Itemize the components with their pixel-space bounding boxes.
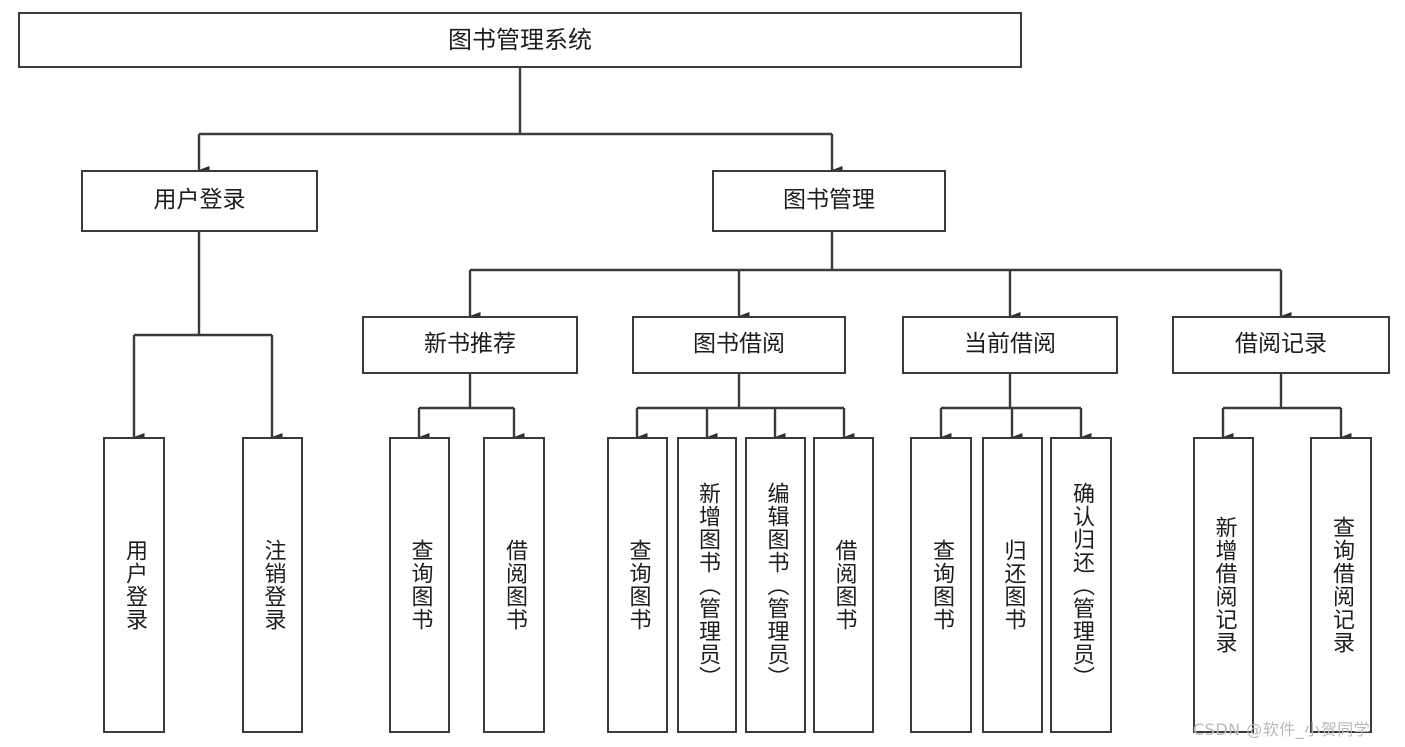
node-label: 查询图书 [625,539,651,631]
node-label: 图书管理 [783,187,875,214]
node-label: 当前借阅 [964,331,1056,358]
node-label: 图书借阅 [693,331,785,358]
csdn-watermark: CSDN @软件_小贺同学 [1193,720,1371,739]
node-current-borrowing[interactable]: 当前借阅 [902,316,1118,374]
node-book-management[interactable]: 图书管理 [712,170,946,232]
node-leaf-return-books[interactable]: 归还图书 [982,437,1043,733]
node-label: 新书推荐 [424,331,516,358]
node-leaf-user-login[interactable]: 用户登录 [103,437,165,733]
node-label: 归还图书 [1000,539,1026,631]
node-label: 新增借阅记录 [1211,516,1237,654]
node-leaf-query-books-current[interactable]: 查询图书 [910,437,972,733]
node-leaf-query-books-recommend[interactable]: 查询图书 [389,437,450,733]
node-leaf-borrow-books-recommend[interactable]: 借阅图书 [483,437,545,733]
node-leaf-logout[interactable]: 注销登录 [242,437,303,733]
node-label: 查询图书 [929,539,954,631]
node-label: 编辑图书（管理员） [763,481,789,689]
node-label: 确认归还（管理员） [1069,481,1094,689]
node-label: 图书管理系统 [448,25,592,54]
node-borrowing-records[interactable]: 借阅记录 [1172,316,1390,374]
node-new-book-recommendation[interactable]: 新书推荐 [362,316,578,374]
node-label: 借阅图书 [831,539,857,631]
node-leaf-query-books-borrowing[interactable]: 查询图书 [607,437,668,733]
node-leaf-add-book-admin[interactable]: 新增图书（管理员） [677,437,737,733]
node-leaf-edit-book-admin[interactable]: 编辑图书（管理员） [745,437,806,733]
node-book-borrowing[interactable]: 图书借阅 [632,316,846,374]
node-leaf-confirm-return-admin[interactable]: 确认归还（管理员） [1050,437,1112,733]
node-root-system[interactable]: 图书管理系统 [18,12,1022,68]
node-leaf-borrow-books[interactable]: 借阅图书 [813,437,874,733]
node-label: 查询借阅记录 [1329,516,1354,654]
node-label: 用户登录 [153,187,246,214]
node-label: 注销登录 [260,539,286,631]
node-user-login[interactable]: 用户登录 [81,170,318,232]
node-label: 借阅图书 [502,539,527,631]
node-label: 用户登录 [122,539,147,631]
node-label: 新增图书（管理员） [695,481,720,689]
node-label: 借阅记录 [1235,331,1327,358]
node-leaf-add-borrow-record[interactable]: 新增借阅记录 [1193,437,1254,733]
node-label: 查询图书 [407,539,433,631]
node-leaf-query-borrow-record[interactable]: 查询借阅记录 [1310,437,1372,733]
